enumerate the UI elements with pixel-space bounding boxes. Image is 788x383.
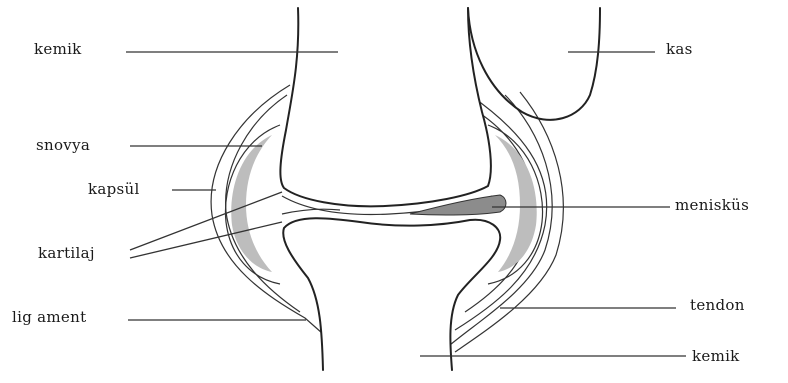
label-capsule: kapsül [88, 180, 140, 198]
label-synovium: snovya [36, 136, 90, 154]
label-bone-bottom: kemik [692, 347, 740, 365]
label-muscle: kas [666, 40, 693, 58]
leader-kartilaj-b [130, 222, 282, 258]
leader-kartilaj-a [130, 192, 282, 250]
lower-bone [283, 218, 500, 370]
label-meniscus: menisküs [675, 196, 749, 214]
label-tendon: tendon [690, 296, 745, 314]
label-bone-top: kemik [34, 40, 82, 58]
label-ligament: lig ament [12, 308, 86, 326]
upper-bone [280, 8, 491, 206]
label-cartilage: kartilaj [38, 244, 95, 262]
muscle [468, 8, 600, 120]
